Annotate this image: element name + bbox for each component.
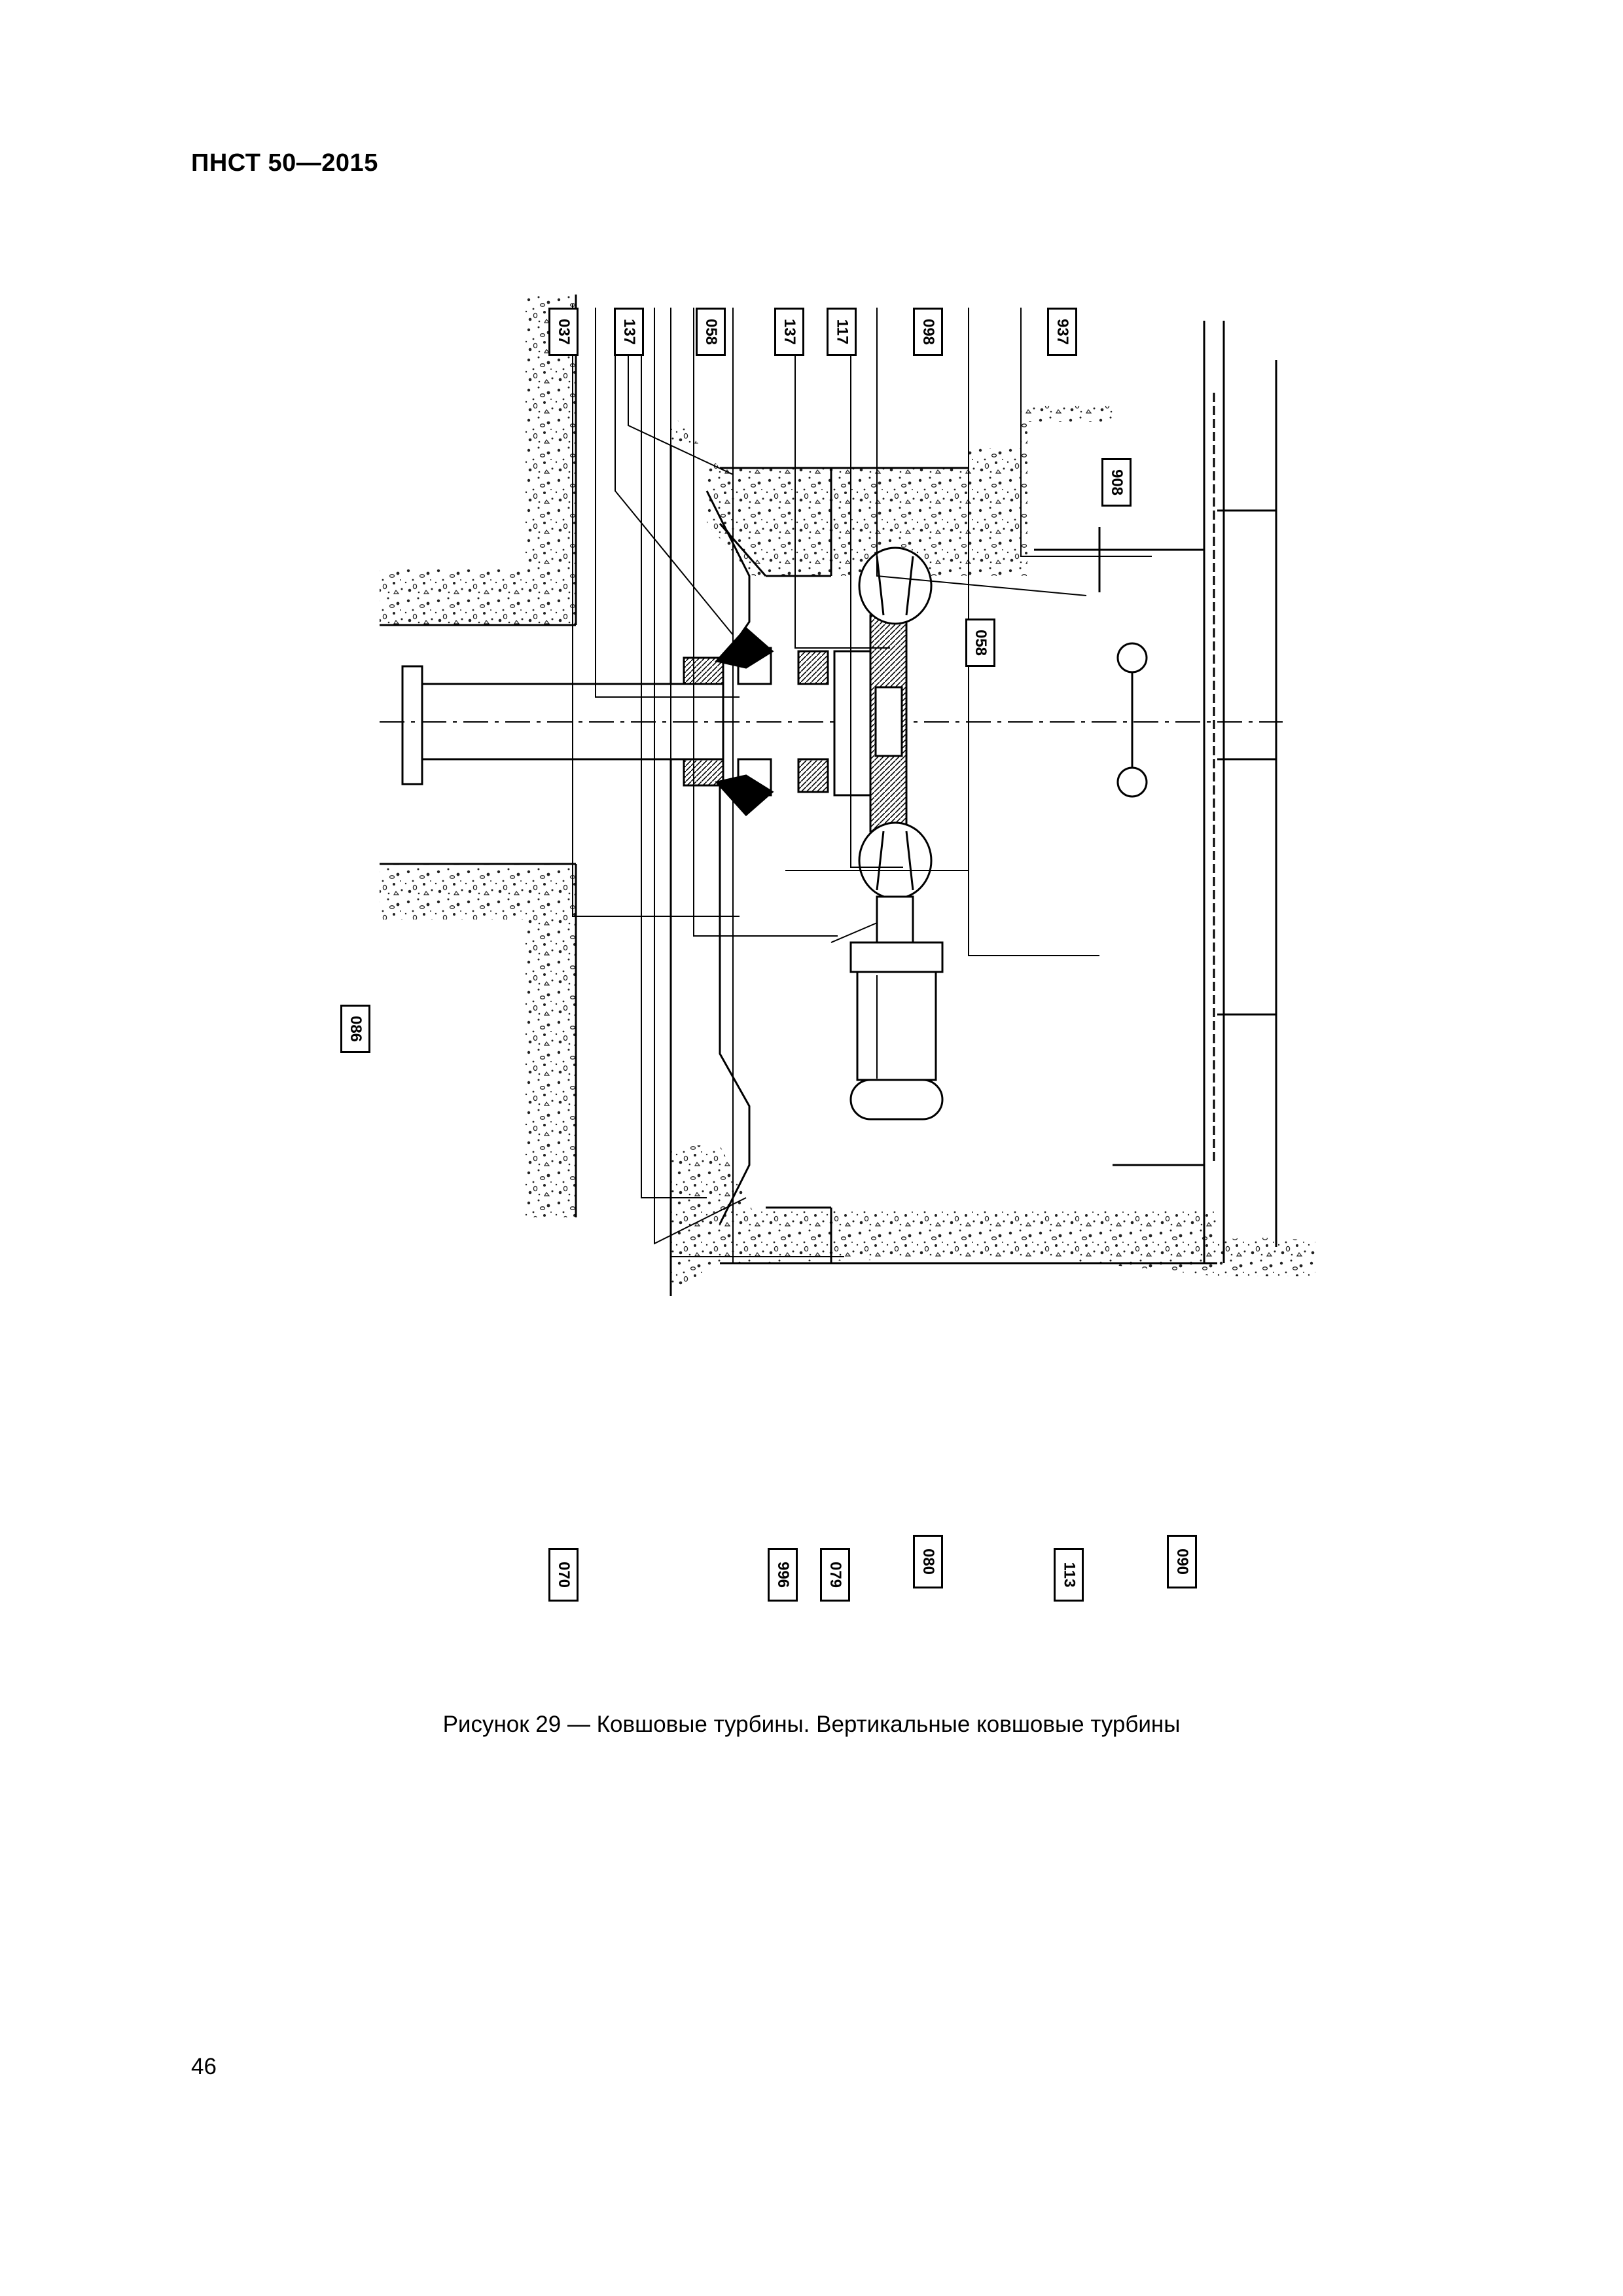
concrete-slab-lower bbox=[671, 1145, 1315, 1296]
figure-caption: Рисунок 29 — Ковшовые турбины. Вертикаль… bbox=[442, 1712, 1181, 1737]
nozzle-actuator bbox=[785, 870, 969, 1121]
leader-lines bbox=[572, 304, 1152, 1264]
bearing-assembly bbox=[683, 626, 829, 817]
concrete-slab-upper bbox=[671, 406, 1113, 576]
concrete-block-upper bbox=[380, 295, 576, 625]
page-number: 46 bbox=[191, 2054, 217, 2079]
pelton-runner bbox=[833, 547, 933, 900]
concrete-block-lower bbox=[380, 864, 576, 1217]
turbine-diagram: 037 137 058 bbox=[314, 295, 1374, 1630]
turbine-shaft bbox=[380, 665, 1283, 785]
floor-piping bbox=[1034, 321, 1277, 1263]
turbine-drawing bbox=[380, 295, 1315, 1296]
document-id-header: ПНСТ 50—2015 bbox=[191, 149, 378, 177]
